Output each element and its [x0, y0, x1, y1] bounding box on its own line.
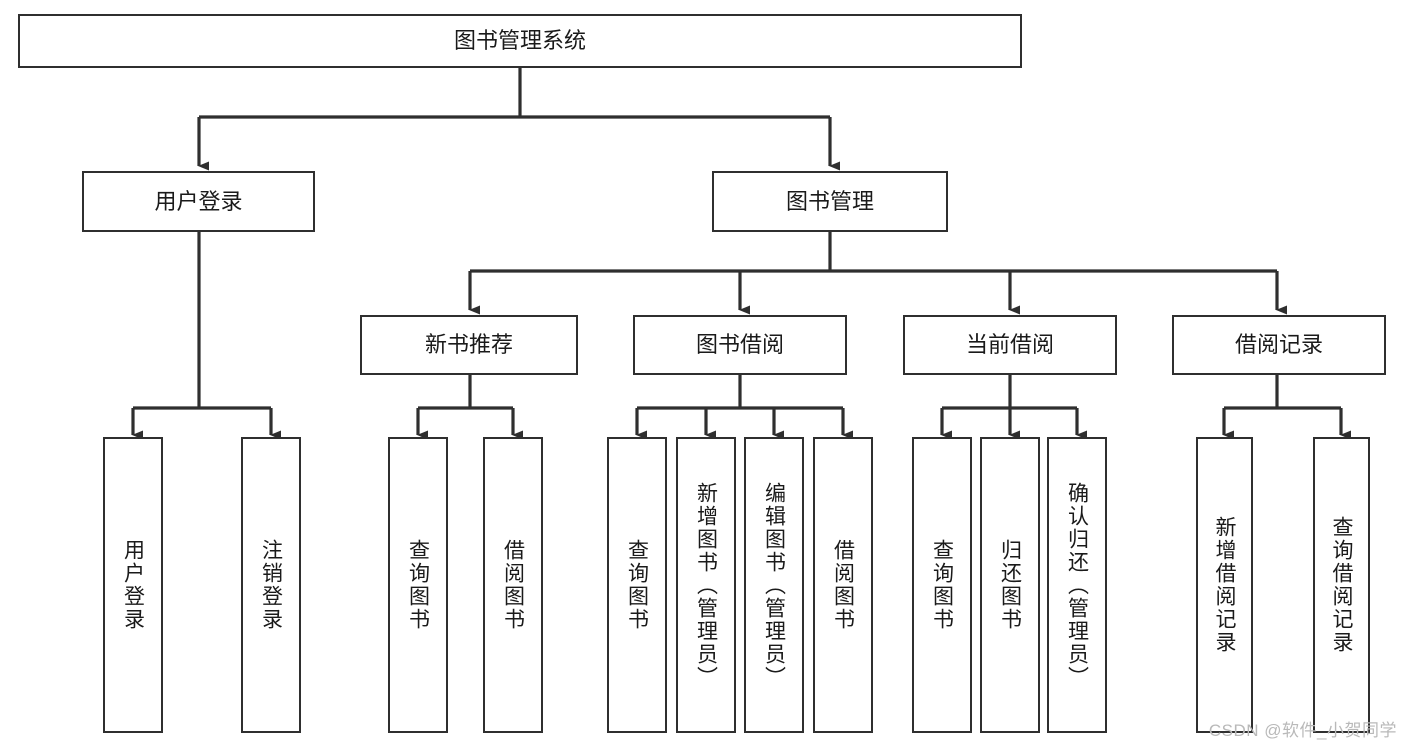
node-label: 查询图书	[406, 539, 430, 631]
node-label: 注销登录	[259, 539, 283, 631]
node-label: 查询借阅记录	[1330, 516, 1353, 654]
node-borrow-record[interactable]: 借阅记录	[1172, 315, 1386, 375]
node-user-login[interactable]: 用户登录	[82, 171, 315, 232]
node-leaf-edit-book[interactable]: 编辑图书（管理员）	[744, 437, 804, 733]
node-label: 查询图书	[625, 539, 649, 631]
node-label: 图书管理系统	[453, 28, 586, 54]
node-leaf-user-login[interactable]: 用户登录	[103, 437, 163, 733]
node-label: 借阅图书	[831, 539, 855, 631]
node-label: 图书管理	[785, 188, 874, 214]
node-leaf-borrow-book-1[interactable]: 借阅图书	[483, 437, 543, 733]
node-label: 编辑图书（管理员）	[762, 481, 786, 689]
node-label: 新书推荐	[424, 332, 513, 358]
node-label: 查询图书	[930, 539, 954, 631]
node-leaf-return-book[interactable]: 归还图书	[980, 437, 1040, 733]
node-label: 借阅图书	[501, 539, 525, 631]
node-leaf-confirm-return[interactable]: 确认归还（管理员）	[1047, 437, 1107, 733]
node-leaf-add-record[interactable]: 新增借阅记录	[1196, 437, 1253, 733]
node-label: 借阅记录	[1234, 332, 1323, 358]
node-book-borrow[interactable]: 图书借阅	[633, 315, 847, 375]
node-leaf-borrow-book-2[interactable]: 借阅图书	[813, 437, 873, 733]
node-label: 新增借阅记录	[1213, 516, 1236, 654]
node-label: 确认归还（管理员）	[1065, 481, 1089, 689]
node-label: 归还图书	[998, 539, 1022, 631]
node-label: 新增图书（管理员）	[694, 481, 718, 689]
node-leaf-query-book-3[interactable]: 查询图书	[912, 437, 972, 733]
node-leaf-add-book[interactable]: 新增图书（管理员）	[676, 437, 736, 733]
node-label: 用户登录	[154, 188, 243, 214]
node-new-book-recommend[interactable]: 新书推荐	[360, 315, 578, 375]
node-leaf-query-book-1[interactable]: 查询图书	[388, 437, 448, 733]
csdn-watermark: CSDN @软件_小贺同学	[1208, 721, 1397, 740]
node-book-management[interactable]: 图书管理	[712, 171, 948, 232]
node-label: 当前借阅	[965, 332, 1054, 358]
node-leaf-query-record[interactable]: 查询借阅记录	[1313, 437, 1370, 733]
node-root-system[interactable]: 图书管理系统	[18, 14, 1022, 68]
node-label: 用户登录	[121, 539, 145, 631]
node-label: 图书借阅	[695, 332, 784, 358]
node-leaf-query-book-2[interactable]: 查询图书	[607, 437, 667, 733]
node-leaf-user-logout[interactable]: 注销登录	[241, 437, 301, 733]
node-current-borrow[interactable]: 当前借阅	[903, 315, 1117, 375]
